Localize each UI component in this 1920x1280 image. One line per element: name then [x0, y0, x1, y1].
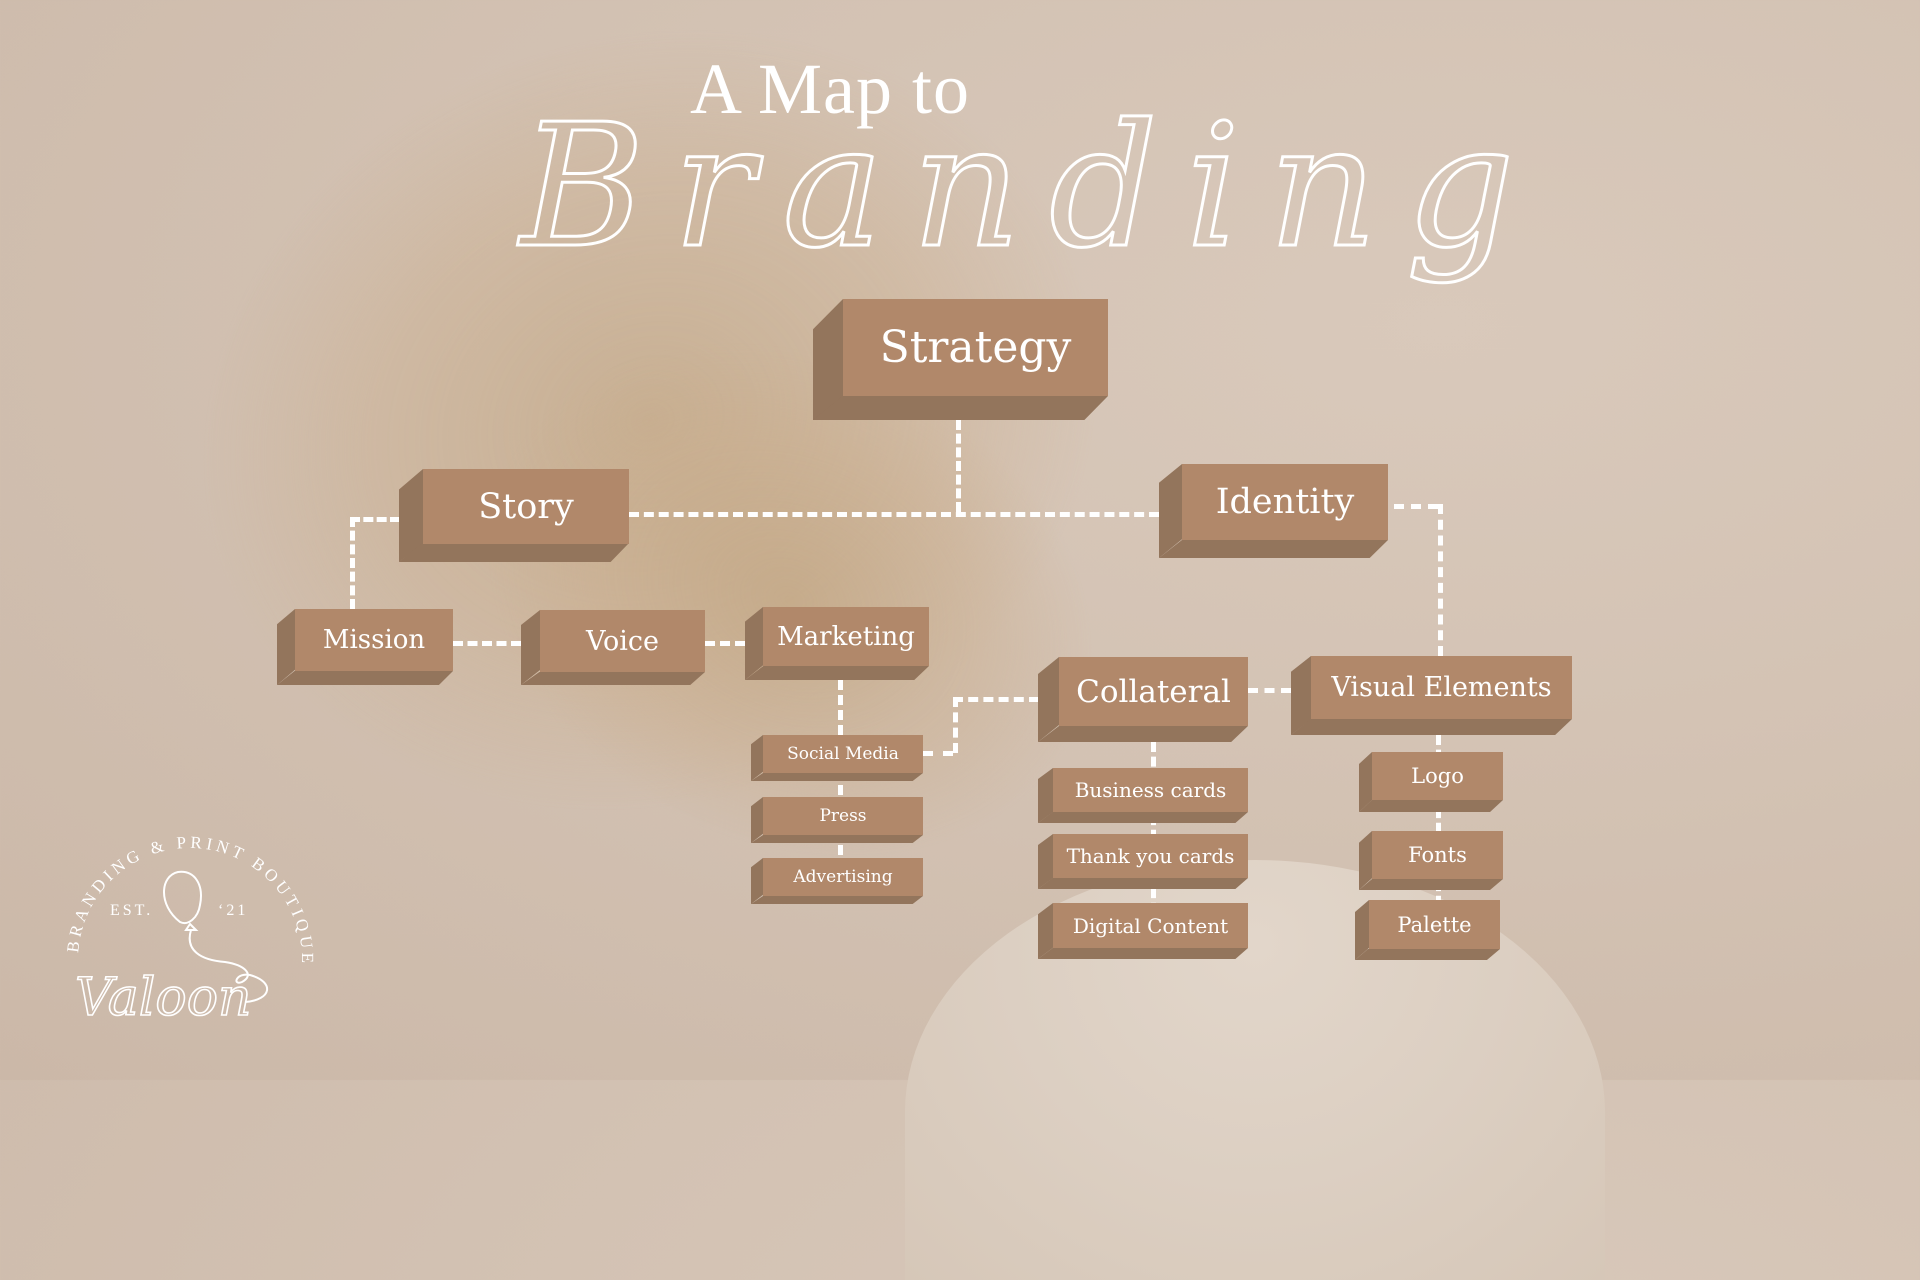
node-press: Press	[751, 797, 923, 843]
node-label: Press	[763, 797, 923, 835]
vase-decoration	[905, 860, 1605, 1280]
node-visual-elements: Visual Elements	[1291, 656, 1572, 735]
node-digital-content: Digital Content	[1038, 903, 1248, 959]
title-line-1: A Map to	[690, 49, 971, 129]
logo-arc-text: BRANDING & PRINT BOUTIQUE	[63, 833, 313, 967]
node-label: Logo	[1372, 752, 1503, 800]
node-social-media: Social Media	[751, 735, 923, 781]
node-thank-you-cards: Thank you cards	[1038, 834, 1248, 889]
connector	[953, 697, 958, 753]
node-collateral: Collateral	[1038, 657, 1248, 742]
node-logo: Logo	[1359, 752, 1503, 812]
brand-logo: BRANDING & PRINT BOUTIQUE EST. ‘21 Valoo…	[50, 810, 330, 1040]
logo-name: Valoon	[75, 968, 252, 1028]
connector	[953, 697, 1039, 702]
node-label: Visual Elements	[1311, 656, 1572, 719]
node-voice: Voice	[521, 610, 705, 685]
node-label: Marketing	[763, 607, 929, 666]
node-label: Social Media	[763, 735, 923, 773]
connector	[350, 517, 355, 609]
node-mission: Mission	[277, 609, 453, 685]
node-story: Story	[399, 469, 629, 562]
node-label: Business cards	[1053, 768, 1248, 812]
connector	[629, 512, 1159, 517]
balloon-icon	[163, 870, 269, 1003]
node-label: Advertising	[763, 858, 923, 896]
node-marketing: Marketing	[745, 607, 929, 680]
node-label: Strategy	[843, 299, 1108, 396]
node-advertising: Advertising	[751, 858, 923, 904]
node-label: Mission	[295, 609, 453, 671]
connector	[1248, 688, 1291, 693]
connector	[838, 680, 843, 900]
node-label: Palette	[1369, 900, 1500, 949]
svg-text:BRANDING & PRINT BOUTIQUE: BRANDING & PRINT BOUTIQUE	[63, 833, 317, 967]
node-label: Digital Content	[1053, 903, 1248, 948]
node-label: Fonts	[1372, 831, 1503, 879]
connector	[1438, 504, 1443, 656]
node-fonts: Fonts	[1359, 831, 1503, 890]
connector	[350, 517, 400, 522]
logo-est-left: EST.	[110, 902, 153, 919]
connector	[705, 641, 745, 646]
node-label: Story	[423, 469, 629, 544]
logo-est-right: ‘21	[218, 902, 248, 919]
connector	[1394, 504, 1438, 509]
node-palette: Palette	[1355, 900, 1500, 960]
node-label: Thank you cards	[1053, 834, 1248, 878]
node-label: Collateral	[1059, 657, 1248, 726]
node-strategy: Strategy	[813, 299, 1108, 420]
connector	[453, 641, 521, 646]
node-label: Identity	[1182, 464, 1388, 540]
connector	[923, 751, 953, 756]
node-identity: Identity	[1159, 464, 1388, 558]
connector	[956, 420, 961, 512]
node-business-cards: Business cards	[1038, 768, 1248, 823]
node-label: Voice	[540, 610, 705, 672]
